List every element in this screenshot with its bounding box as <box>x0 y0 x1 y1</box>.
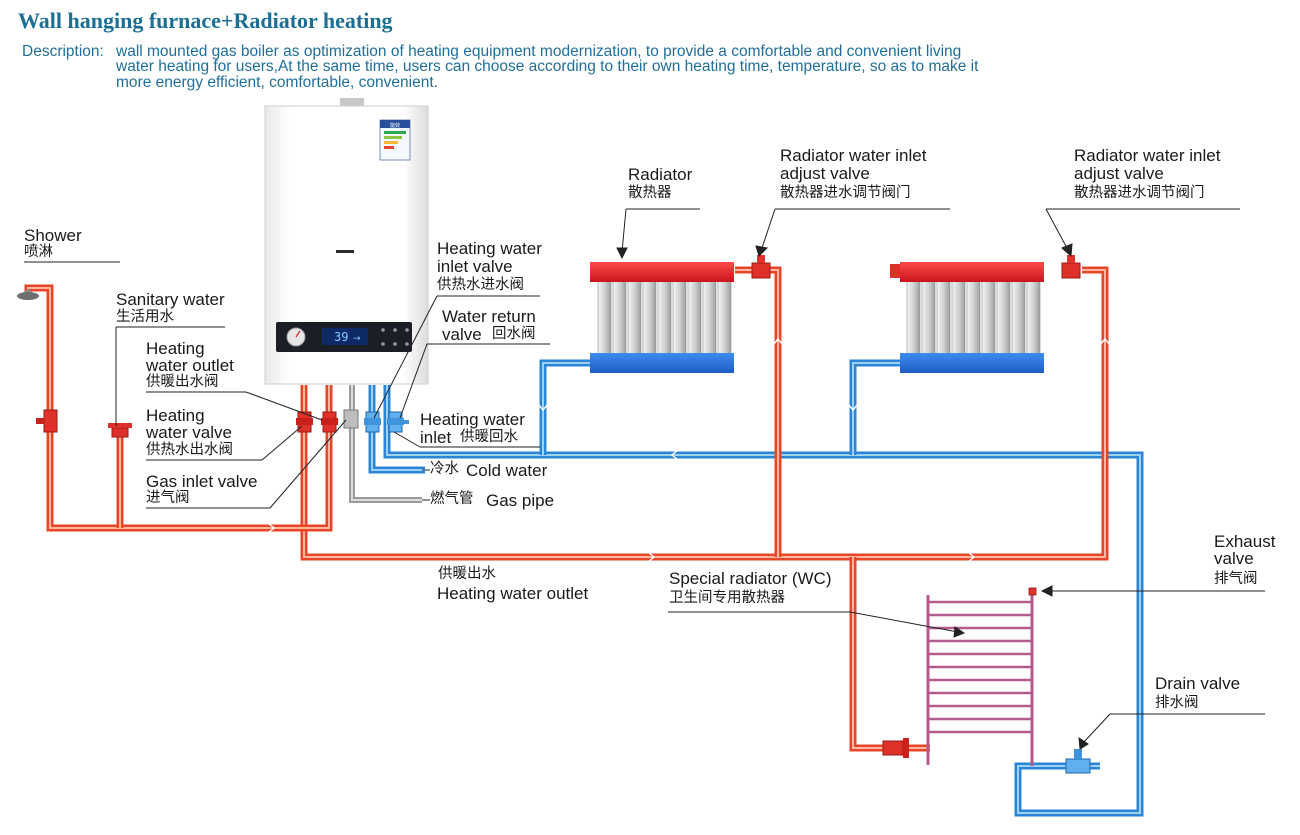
boiler-valves <box>296 409 409 433</box>
flue-outlet <box>340 98 364 108</box>
heating-water-inlet-label-zh: 供暖回水 <box>460 429 518 445</box>
heating-outlet-valve-label-en2: water outlet <box>146 356 234 375</box>
wall-hung-boiler: 能效 39 → <box>264 98 429 385</box>
gas-inlet-valve-label-zh: 进气阀 <box>146 490 190 506</box>
description-line-1: wall mounted gas boiler as optimization … <box>116 43 962 60</box>
heating-outlet-valve-label-zh: 供暖出水阀 <box>146 374 219 390</box>
description-line-3: more energy efficient, comfortable, conv… <box>116 74 438 91</box>
gas-pipe-label-zh: 燃气管 <box>430 491 474 507</box>
drain-valve-label-zh: 排水阀 <box>1155 695 1199 711</box>
radiator-1-valve-label-en1: Radiator water inlet <box>780 146 927 165</box>
gas-pipe-label-en: Gas pipe <box>486 491 555 510</box>
radiator-1-valve-label-zh: 散热器进水调节阀门 <box>780 185 911 201</box>
radiator-1 <box>590 255 771 373</box>
wc-towel-radiator <box>926 587 1037 766</box>
heating-water-inlet-label-en1: Heating water <box>420 410 525 429</box>
exhaust-valve-label-en2: valve <box>1214 549 1254 568</box>
sanitary-valves <box>36 409 132 438</box>
radiator-label-en: Radiator <box>628 165 693 184</box>
exhaust-valve-body <box>1028 587 1037 596</box>
heating-outlet-label-zh: 供暖出水 <box>438 566 496 582</box>
lcd-display <box>322 328 368 345</box>
heating-inlet-valve-label-en1: Heating water <box>437 239 542 258</box>
boiler-logo-mark <box>336 250 354 253</box>
sanitary-water-label-zh: 生活用水 <box>116 309 174 325</box>
water-return-valve-label-zh: 回水阀 <box>492 326 536 342</box>
heating-water-inlet-label-en2: inlet <box>420 428 452 447</box>
shower-label-en: Shower <box>24 226 82 245</box>
exhaust-valve-label-en1: Exhaust <box>1214 532 1276 551</box>
heating-water-valve-label-zh: 供热水出水阀 <box>146 442 233 458</box>
flow-arrows <box>267 337 1111 563</box>
radiator-2-valve-label-en1: Radiator water inlet <box>1074 146 1221 165</box>
leader-lines <box>24 208 1265 750</box>
lcd-arrow: → <box>353 334 361 344</box>
sanitary-water-label-en: Sanitary water <box>116 290 225 309</box>
radiator-1-valve-label-en2: adjust valve <box>780 164 870 183</box>
special-radiator-label-zh: 卫生间专用散热器 <box>669 590 785 606</box>
description-label: Description: <box>22 43 104 60</box>
cold-water-label-zh: 冷水 <box>430 461 459 477</box>
gas-inlet-valve-label-en: Gas inlet valve <box>146 472 258 491</box>
heating-outlet-valve-label-en1: Heating <box>146 339 205 358</box>
exhaust-valve-label-zh: 排气阀 <box>1214 571 1258 587</box>
radiator-2 <box>890 255 1081 373</box>
gas-inlet-valve <box>343 409 359 429</box>
description-line-2: water heating for users,At the same time… <box>116 58 979 75</box>
radiator-2-valve-label-en2: adjust valve <box>1074 164 1164 183</box>
shower-head <box>17 289 39 300</box>
radiator-2-valve-label-zh: 散热器进水调节阀门 <box>1074 185 1205 201</box>
cold-water-pipes <box>368 359 1144 817</box>
heating-outlet-label-en: Heating water outlet <box>437 584 589 603</box>
cold-water-label-en: Cold water <box>466 461 548 480</box>
radiator-label-zh: 散热器 <box>628 185 672 201</box>
wc-valves <box>882 738 1091 774</box>
heating-inlet-valve-label-zh: 供热水进水阀 <box>437 277 524 293</box>
energy-label-text: 能效 <box>390 122 400 129</box>
shower-label-zh: 喷淋 <box>24 244 53 260</box>
radiator-2-inlet-valve <box>1061 262 1081 279</box>
drain-valve-body <box>1065 758 1091 774</box>
drain-valve-label-en: Drain valve <box>1155 674 1241 693</box>
heating-water-valve-label-en2: water valve <box>146 423 232 442</box>
radiator-1-inlet-valve <box>751 262 771 279</box>
water-return-valve-label-en2: valve <box>442 325 482 344</box>
heating-inlet-valve-label-en2: inlet valve <box>437 257 513 276</box>
special-radiator-label-en: Special radiator (WC) <box>669 569 832 588</box>
lcd-temperature: 39 <box>334 330 348 344</box>
diagram-title: Wall hanging furnace+Radiator heating <box>18 8 393 33</box>
water-return-valve-label-en1: Water return <box>442 307 536 326</box>
heating-water-valve-label-en1: Heating <box>146 406 205 425</box>
